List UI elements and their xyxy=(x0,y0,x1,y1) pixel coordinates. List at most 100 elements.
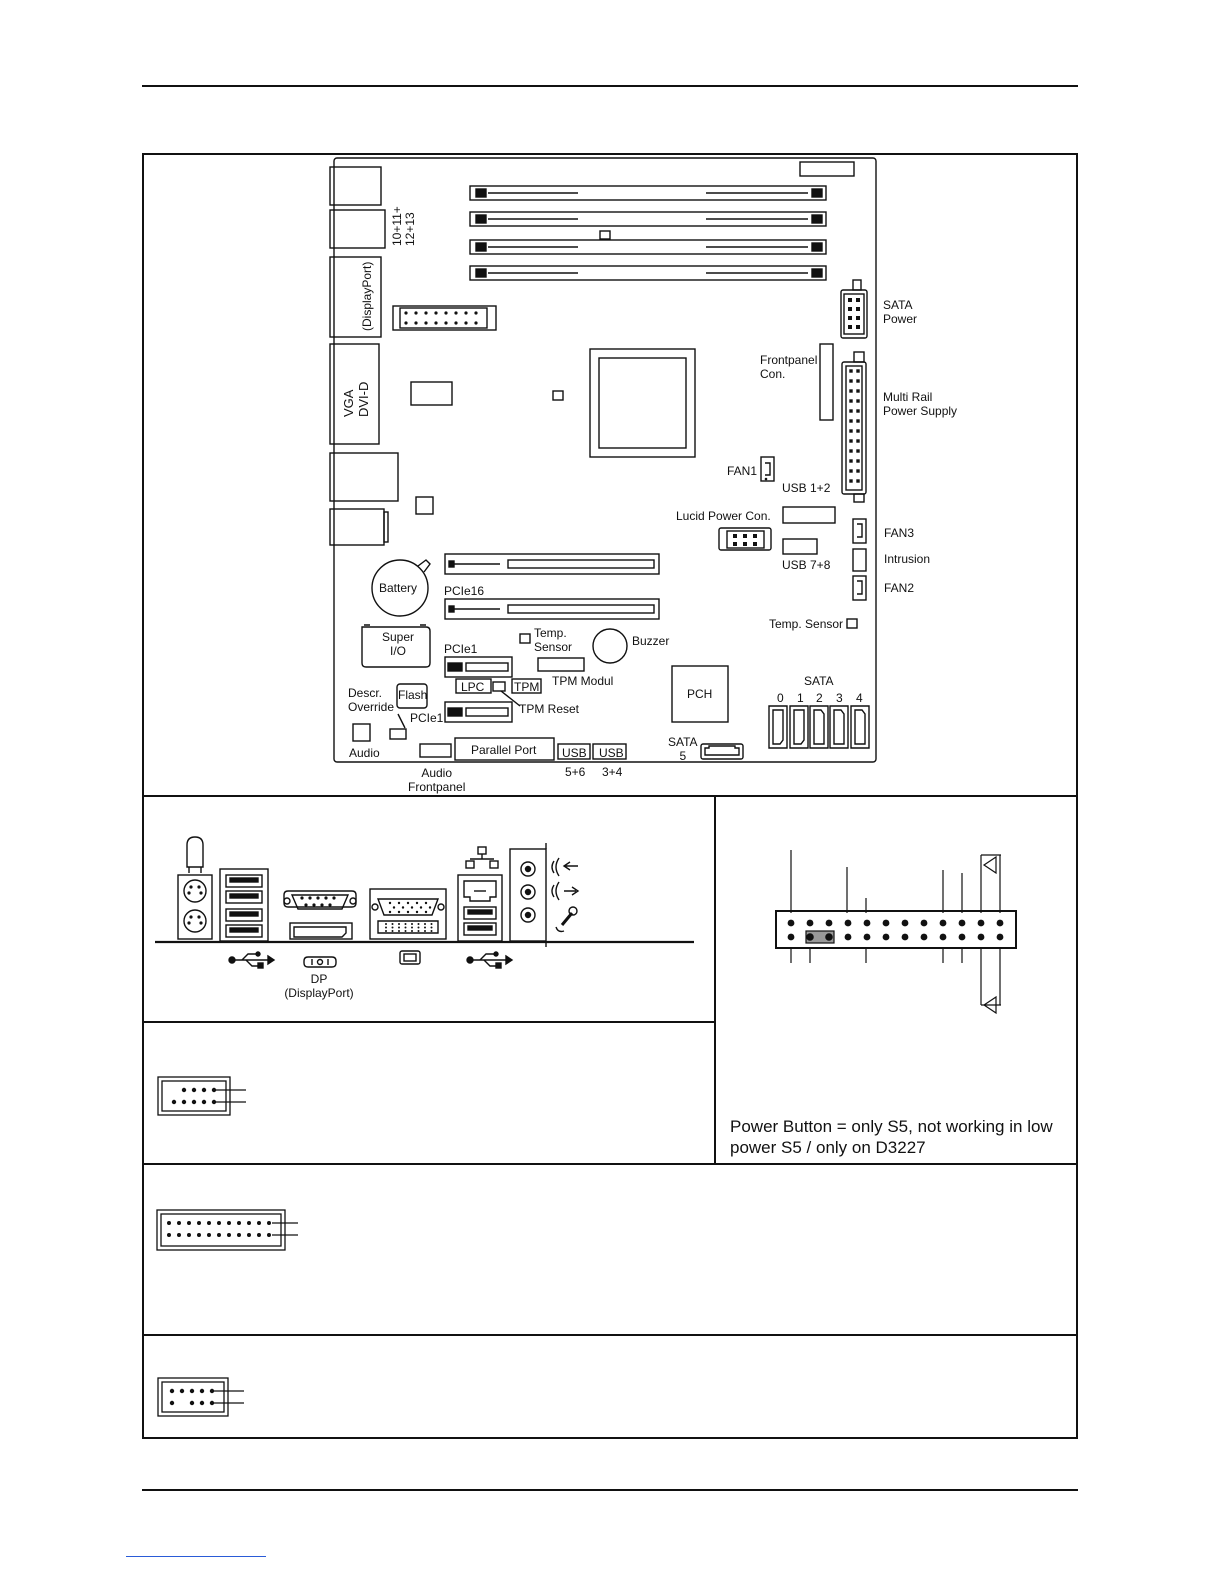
frontpanel-connector-diagram xyxy=(775,850,1017,1015)
network-icon xyxy=(465,846,499,869)
pin xyxy=(849,449,853,453)
pin xyxy=(406,910,410,914)
pin xyxy=(177,1221,181,1225)
power-button-note: Power Button = only S5, not working in l… xyxy=(730,1117,1053,1157)
pin xyxy=(424,910,428,914)
pin xyxy=(257,1221,261,1225)
usb-header-diagram xyxy=(157,1076,246,1116)
pin xyxy=(411,926,413,929)
bottom-rule xyxy=(142,1489,1078,1491)
pin xyxy=(430,923,433,925)
sata-port-4: 4 xyxy=(856,691,863,705)
pin xyxy=(856,469,860,473)
pin xyxy=(825,919,833,927)
usb-port-stack-left xyxy=(225,874,263,938)
pin xyxy=(398,930,400,932)
pin xyxy=(167,1221,171,1225)
twenty-pin-header-diagram xyxy=(156,1209,298,1251)
sata-label: SATA xyxy=(804,674,834,688)
pin xyxy=(177,1233,181,1237)
sata-port-1: 1 xyxy=(797,691,804,705)
tpm-reset-label: TPM Reset xyxy=(519,702,580,716)
pin xyxy=(863,933,871,941)
fan3-label: FAN3 xyxy=(884,526,915,540)
pin xyxy=(237,1233,241,1237)
sata-power-connector xyxy=(840,279,868,339)
displayport-vertical-label: (DisplayPort) xyxy=(360,261,374,331)
diode-bottom-icon xyxy=(980,947,1001,1015)
pin xyxy=(247,1221,251,1225)
usb-5-6-label: 5+6 xyxy=(565,765,586,779)
pin xyxy=(197,1221,201,1225)
pin xyxy=(787,919,795,927)
pin xyxy=(856,379,860,383)
pin xyxy=(391,926,394,929)
pcie16-label: PCIe16 xyxy=(444,584,485,598)
line-in-icon xyxy=(551,857,578,877)
pin xyxy=(227,1233,231,1237)
pin xyxy=(392,906,396,909)
pin xyxy=(417,926,420,929)
pin xyxy=(207,1233,211,1237)
pin xyxy=(217,1221,221,1225)
pin xyxy=(424,923,426,925)
fan2-label: FAN2 xyxy=(884,581,915,595)
pin xyxy=(882,919,890,927)
pin xyxy=(844,919,852,927)
pin xyxy=(207,1221,211,1225)
pin xyxy=(187,1233,191,1237)
pcie1-top-label: PCIe1 xyxy=(444,642,478,656)
pin xyxy=(856,399,860,403)
pin xyxy=(856,479,860,483)
pin xyxy=(267,1233,271,1237)
pin xyxy=(411,923,413,925)
pin xyxy=(415,910,419,914)
pin xyxy=(856,459,860,463)
usb-7-8-label: USB 7+8 xyxy=(782,558,831,572)
pin xyxy=(388,910,392,914)
atx12v-connector xyxy=(392,305,497,331)
usb-symbol-right-icon xyxy=(466,951,514,969)
pin xyxy=(404,923,407,925)
pin xyxy=(806,919,814,927)
footer-link-underline xyxy=(126,1556,266,1557)
frontpanel-con-label: Frontpanel Con. xyxy=(760,353,818,381)
usb-a-label: USB xyxy=(562,746,587,760)
diode-top-icon xyxy=(980,854,1001,913)
pin xyxy=(996,919,1004,927)
temp-sensor-small-label: Temp. Sensor xyxy=(534,626,573,654)
pin xyxy=(415,901,419,905)
pin xyxy=(849,439,853,443)
tpm-modul-label: TPM Modul xyxy=(552,674,614,688)
pin xyxy=(411,930,413,932)
fan1-label: FAN1 xyxy=(727,464,758,478)
pin xyxy=(401,906,405,909)
pin xyxy=(430,926,433,929)
small-header-diagram xyxy=(157,1377,244,1417)
pin xyxy=(939,919,947,927)
sata-power-label: SATA Power xyxy=(883,298,918,326)
intrusion-label: Intrusion xyxy=(884,552,931,566)
pin xyxy=(844,933,852,941)
pin xyxy=(419,906,423,909)
sata-ports xyxy=(768,705,870,749)
pin xyxy=(849,379,853,383)
battery-label: Battery xyxy=(379,581,418,595)
pin xyxy=(787,933,795,941)
pcie16-slots xyxy=(444,553,660,620)
pin xyxy=(391,930,394,932)
usb-3-4-label: 3+4 xyxy=(602,765,623,779)
pin xyxy=(849,479,853,483)
rear-panel-diagram xyxy=(155,836,694,969)
pin xyxy=(397,901,401,905)
usb-10-13-label: 10+11+ 12+13 xyxy=(390,206,417,246)
pin xyxy=(939,933,947,941)
mainboard-diagram xyxy=(329,157,877,763)
pin xyxy=(424,926,426,929)
pin xyxy=(849,369,853,373)
pin xyxy=(920,933,928,941)
audio-label: Audio xyxy=(349,746,380,760)
usb-symbol-left-icon xyxy=(228,951,276,969)
pin xyxy=(958,933,966,941)
sata-port-2: 2 xyxy=(816,691,823,705)
